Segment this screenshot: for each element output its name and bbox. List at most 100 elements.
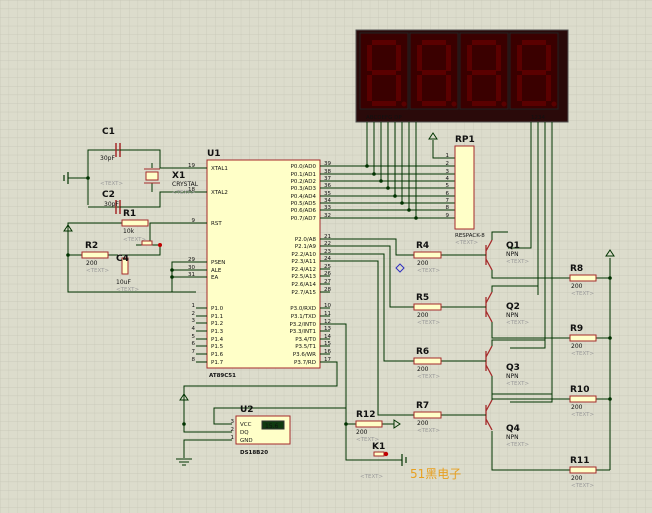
r11-value: 200 [571, 475, 583, 482]
r11-ref: R11 [570, 456, 589, 466]
resistor-r6: R6 200 <TEXT> [413, 347, 442, 380]
u1-left-pin-number: 6 [192, 341, 196, 347]
u1-right-pin-number: 24 [324, 256, 331, 262]
u1-right-pin-name: P3.4/T0 [295, 337, 316, 343]
digit-1-segment-4 [367, 75, 372, 101]
x1-value: CRYSTAL [172, 181, 199, 188]
digit-3 [459, 32, 509, 110]
r7-ref: R7 [416, 401, 429, 411]
digit-3-segment-3 [472, 101, 496, 106]
rp1-pin-number: 9 [446, 213, 450, 219]
q1-value: NPN [506, 251, 519, 258]
transistor-q4: Q4 NPN <TEXT> [478, 399, 529, 448]
capacitor-c4: C4 10uF <TEXT> [116, 254, 139, 293]
digit-4 [509, 32, 559, 110]
digit-4-segment-1 [546, 45, 551, 71]
u1-left-pin-number: 18 [188, 187, 195, 193]
digit-3-segment-5 [467, 45, 472, 71]
x1-text: <TEXT> [172, 190, 195, 196]
r1-text: <TEXT> [123, 237, 146, 243]
u1-right-pin-number: 38 [324, 169, 331, 175]
r8-text: <TEXT> [571, 291, 594, 297]
u1-right-pin-number: 22 [324, 241, 331, 247]
probe-marker [395, 263, 405, 273]
k1-text: <TEXT> [360, 474, 383, 480]
u1-right-pin-number: 10 [324, 303, 331, 309]
digit-2-segment-3 [422, 101, 446, 106]
resistor-r10: R10 200 <TEXT> [569, 385, 597, 418]
digit-1-segment-2 [396, 75, 401, 101]
r5-value: 200 [417, 312, 429, 319]
u1-right-pin-name: P2.3/A11 [291, 259, 316, 265]
q2-value: NPN [506, 312, 519, 319]
u1-ref: U1 [207, 149, 221, 159]
r6-text: <TEXT> [417, 374, 440, 380]
r10-ref: R10 [570, 385, 589, 395]
transistor-q2: Q2 NPN <TEXT> [478, 291, 529, 326]
display-common-label: 1234 [531, 115, 545, 121]
u1-left-pin-number: 8 [192, 357, 196, 363]
u1-left-pin-name: ALE [211, 268, 222, 274]
rp1-pin-number: 5 [446, 183, 450, 189]
u1-right-pin-name: P2.1/A9 [295, 244, 317, 250]
digit-4-segment-0 [522, 40, 546, 45]
u2-pin-name: DQ [240, 430, 249, 436]
r2-ref: R2 [85, 241, 98, 251]
digit-3-segment-4 [467, 75, 472, 101]
junction-dot [386, 186, 390, 190]
u1-right-pin-number: 13 [324, 326, 331, 332]
u1-left-pin-number: 7 [192, 349, 196, 355]
r12-value: 200 [356, 429, 368, 436]
q3-text: <TEXT> [506, 381, 529, 387]
u1-right-pin-name: P3.5/T1 [295, 344, 316, 350]
u1-left-pin-number: 30 [188, 265, 195, 271]
c1-ref: C1 [102, 127, 115, 137]
q2-text: <TEXT> [506, 320, 529, 326]
junction-dot [86, 176, 90, 180]
u1-right-pin-number: 11 [324, 311, 331, 317]
digit-2-segment-6 [422, 70, 446, 75]
junction-dot [400, 201, 404, 205]
ground-symbol-u2 [176, 458, 192, 466]
junction-dot [414, 216, 418, 220]
u1-right-pin-number: 25 [324, 264, 331, 270]
u1-right-pin-name: P0.4/AD4 [291, 194, 317, 200]
u1-right-pin-number: 36 [324, 183, 331, 189]
u1-right-pin-number: 15 [324, 341, 331, 347]
u1-right-pin-number: 32 [324, 213, 331, 219]
digit-2 [409, 32, 459, 110]
rp1-ref: RP1 [455, 135, 475, 145]
u1-left-pin-name: XTAL2 [211, 190, 228, 196]
u2-pin-name: GND [240, 438, 253, 444]
junction-dot [372, 172, 376, 176]
u1-right-pin-number: 37 [324, 176, 331, 182]
rp1-pin-number: 3 [446, 169, 450, 175]
digit-1-dp [401, 101, 407, 107]
u2-pin-name: VCC [240, 422, 252, 428]
u1-right-pin-number: 35 [324, 191, 331, 197]
digit-4-segment-3 [522, 101, 546, 106]
transistor-q3: Q3 NPN <TEXT> [478, 345, 529, 387]
u1-right-pin-number: 16 [324, 349, 331, 355]
crystal-x1: X1 CRYSTAL <TEXT> [144, 168, 199, 196]
u1-part: AT89C51 [209, 373, 236, 379]
junction-dot [379, 179, 383, 183]
u1-right-pin-number: 27 [324, 279, 331, 285]
r1-value: 10k [123, 228, 135, 235]
ground-symbol-left [63, 172, 69, 184]
r2-value: 200 [86, 260, 98, 267]
junction-dot [344, 422, 348, 426]
q2-ref: Q2 [506, 302, 520, 312]
resistor-r1: R1 10k <TEXT> [121, 209, 149, 243]
pushbutton-k1: K1 <TEXT> [360, 442, 392, 480]
u2-pin-number: 1 [231, 435, 235, 441]
u1-left-pin-name: P1.6 [211, 352, 224, 358]
rp1-pin-number: 4 [446, 176, 450, 182]
u1-right-pin-name: P3.1/TXD [291, 314, 316, 320]
r4-text: <TEXT> [417, 268, 440, 274]
digit-4-segment-5 [517, 45, 522, 71]
